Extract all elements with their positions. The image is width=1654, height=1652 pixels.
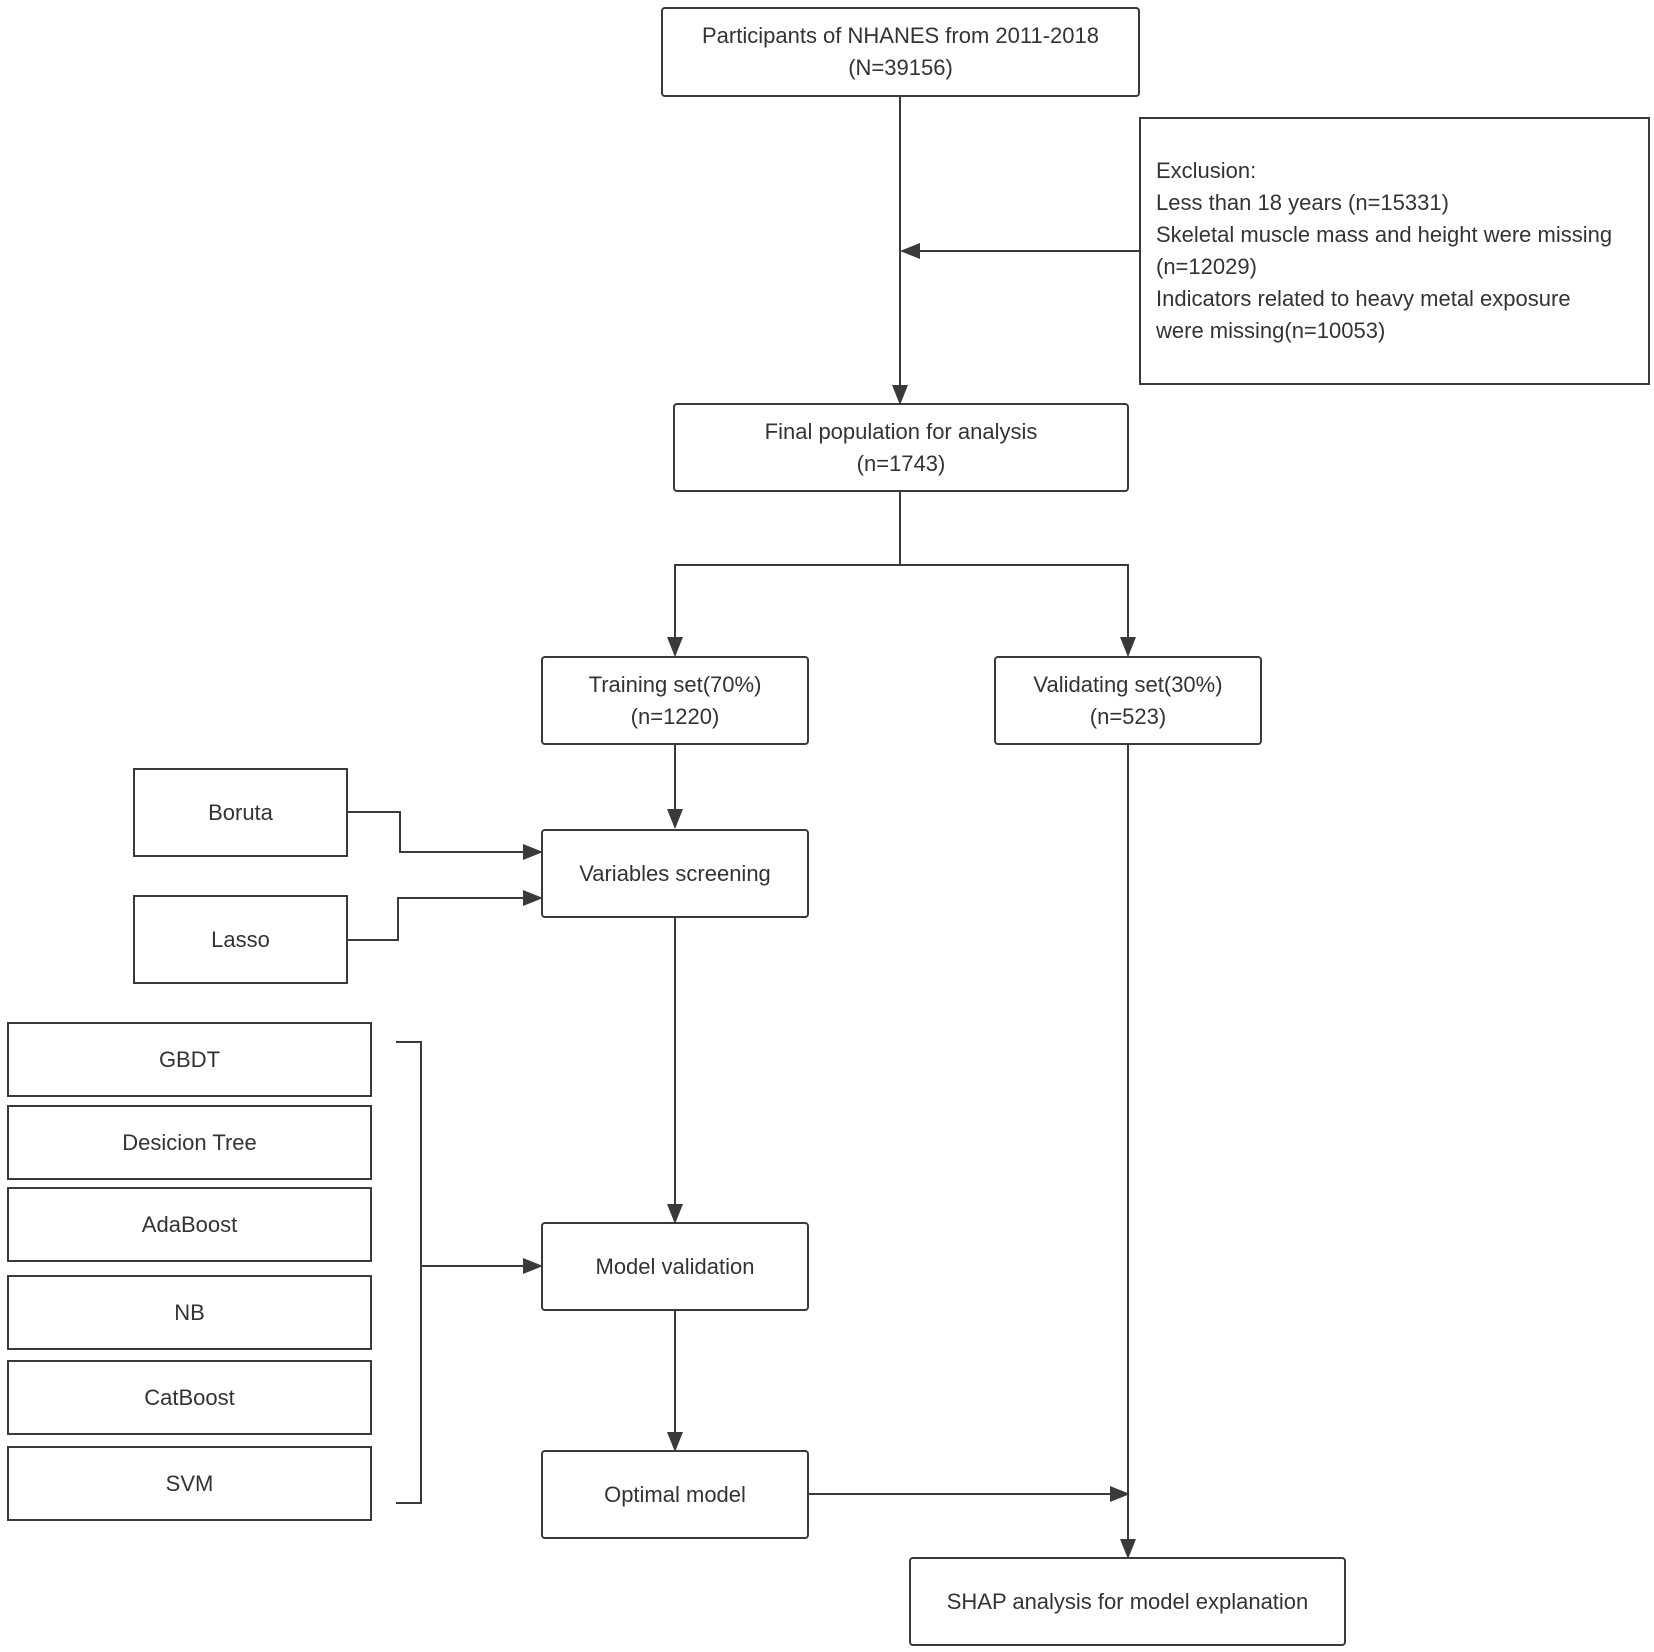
exclusion-line: (n=12029) [1156,254,1257,279]
split-connector [667,492,901,657]
training-set-box: Training set(70%) (n=1220) [541,656,809,745]
final-population-label: Final population for analysis [764,418,1038,444]
exclusion-heading: Exclusion: [1156,158,1257,183]
model-gbdt-box: GBDT [7,1022,372,1097]
model-nb-label: NB [174,1299,205,1325]
optimal-model-label: Optimal model [604,1481,746,1507]
variables-screening-label: Variables screening [579,860,771,886]
variables-screening-box: Variables screening [541,829,809,918]
model-validation-box: Model validation [541,1222,809,1311]
model-adaboost-label: AdaBoost [141,1211,238,1237]
boruta-label: Boruta [208,799,273,825]
model-catboost-box: CatBoost [7,1360,372,1435]
models-bracket [396,1041,422,1504]
model-adaboost-box: AdaBoost [7,1187,372,1262]
lasso-box: Lasso [133,895,348,984]
arrow-lasso [348,890,543,941]
exclusion-line: were missing(n=10053) [1156,318,1386,343]
model-svm-box: SVM [7,1446,372,1521]
start-box: Participants of NHANES from 2011-2018 (N… [661,7,1140,97]
validating-set-count: (n=523) [1089,703,1167,729]
exclusion-box: Exclusion: Less than 18 years (n=15331) … [1139,117,1650,385]
model-decision-tree-label: Desicion Tree [122,1129,257,1155]
start-label: Participants of NHANES from 2011-2018 [702,23,1099,48]
exclusion-line: Less than 18 years (n=15331) [1156,190,1449,215]
model-nb-box: NB [7,1275,372,1350]
shap-label: SHAP analysis for model explanation [946,1588,1309,1614]
lasso-label: Lasso [211,926,270,952]
exclusion-line: Indicators related to heavy metal exposu… [1156,286,1571,311]
optimal-model-box: Optimal model [541,1450,809,1539]
model-decision-tree-box: Desicion Tree [7,1105,372,1180]
final-population-count: (n=1743) [856,450,946,476]
start-count: (N=39156) [848,55,953,80]
validating-set-box: Validating set(30%) (n=523) [994,656,1262,745]
training-set-count: (n=1220) [630,703,720,729]
final-population-box: Final population for analysis (n=1743) [673,403,1129,492]
exclusion-line: Skeletal muscle mass and height were mis… [1156,222,1613,247]
model-svm-label: SVM [165,1470,214,1496]
shap-box: SHAP analysis for model explanation [909,1557,1346,1646]
split-connector-right [900,564,1136,657]
model-catboost-label: CatBoost [144,1384,235,1410]
boruta-box: Boruta [133,768,348,857]
arrow-boruta [348,811,543,860]
model-validation-label: Model validation [595,1253,755,1279]
training-set-label: Training set(70%) [588,671,762,697]
model-gbdt-label: GBDT [158,1046,221,1072]
validating-set-label: Validating set(30%) [1033,671,1223,697]
